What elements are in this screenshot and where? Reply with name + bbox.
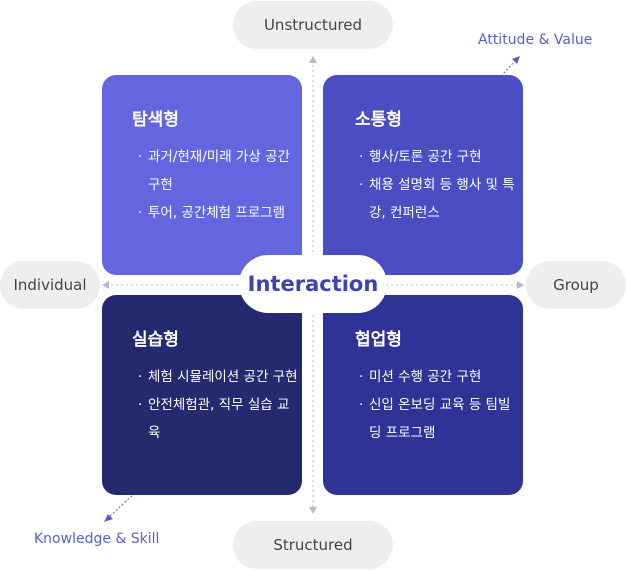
quadrant-title: 소통형 xyxy=(355,110,402,130)
axis-label-left: Individual xyxy=(0,261,100,309)
center-interaction-label: Interaction xyxy=(239,255,387,313)
quadrant-item: 투어, 공간체험 프로그램 xyxy=(138,199,298,227)
arrow-down-icon xyxy=(309,507,317,514)
quadrant-practice: 실습형 체험 시뮬레이션 공간 구현 안전체험관, 직무 실습 교육 xyxy=(102,295,302,495)
quadrant-item: 미션 수행 공간 구현 xyxy=(359,363,519,391)
quadrant-explore: 탐색형 과거/현재/미래 가상 공간 구현 투어, 공간체험 프로그램 xyxy=(102,75,302,275)
axis-label-bottom: Structured xyxy=(233,521,393,569)
quadrant-item: 채용 설명회 등 행사 및 특강, 컨퍼런스 xyxy=(359,171,519,227)
quadrant-item-list: 과거/현재/미래 가상 공간 구현 투어, 공간체험 프로그램 xyxy=(138,143,298,227)
arrow-up-icon xyxy=(309,56,317,63)
quadrant-item: 행사/토론 공간 구현 xyxy=(359,143,519,171)
arrow-right-icon xyxy=(517,281,524,289)
arrow-diagonal-up-icon xyxy=(512,56,520,64)
quadrant-title: 실습형 xyxy=(132,330,179,350)
arrow-left-icon xyxy=(102,281,109,289)
quadrant-title: 탐색형 xyxy=(132,110,179,130)
quadrant-title: 협업형 xyxy=(355,330,402,350)
arrow-diagonal-down-icon xyxy=(104,514,113,522)
axis-label-right: Group xyxy=(526,261,626,309)
quadrant-item-list: 행사/토론 공간 구현 채용 설명회 등 행사 및 특강, 컨퍼런스 xyxy=(359,143,519,227)
quadrant-item: 체험 시뮬레이션 공간 구현 xyxy=(138,363,298,391)
axis-label-top: Unstructured xyxy=(233,1,393,49)
quadrant-item: 안전체험관, 직무 실습 교육 xyxy=(138,391,298,447)
quadrant-item: 과거/현재/미래 가상 공간 구현 xyxy=(138,143,298,199)
quadrant-item-list: 체험 시뮬레이션 공간 구현 안전체험관, 직무 실습 교육 xyxy=(138,363,298,447)
quadrant-collaborate: 협업형 미션 수행 공간 구현 신입 온보딩 교육 등 팀빌딩 프로그램 xyxy=(323,295,523,495)
quadrant-communicate: 소통형 행사/토론 공간 구현 채용 설명회 등 행사 및 특강, 컨퍼런스 xyxy=(323,75,523,275)
quadrant-item: 신입 온보딩 교육 등 팀빌딩 프로그램 xyxy=(359,391,519,447)
corner-label-knowledge: Knowledge & Skill xyxy=(34,531,160,547)
quadrant-item-list: 미션 수행 공간 구현 신입 온보딩 교육 등 팀빌딩 프로그램 xyxy=(359,363,519,447)
corner-label-attitude: Attitude & Value xyxy=(478,32,593,48)
